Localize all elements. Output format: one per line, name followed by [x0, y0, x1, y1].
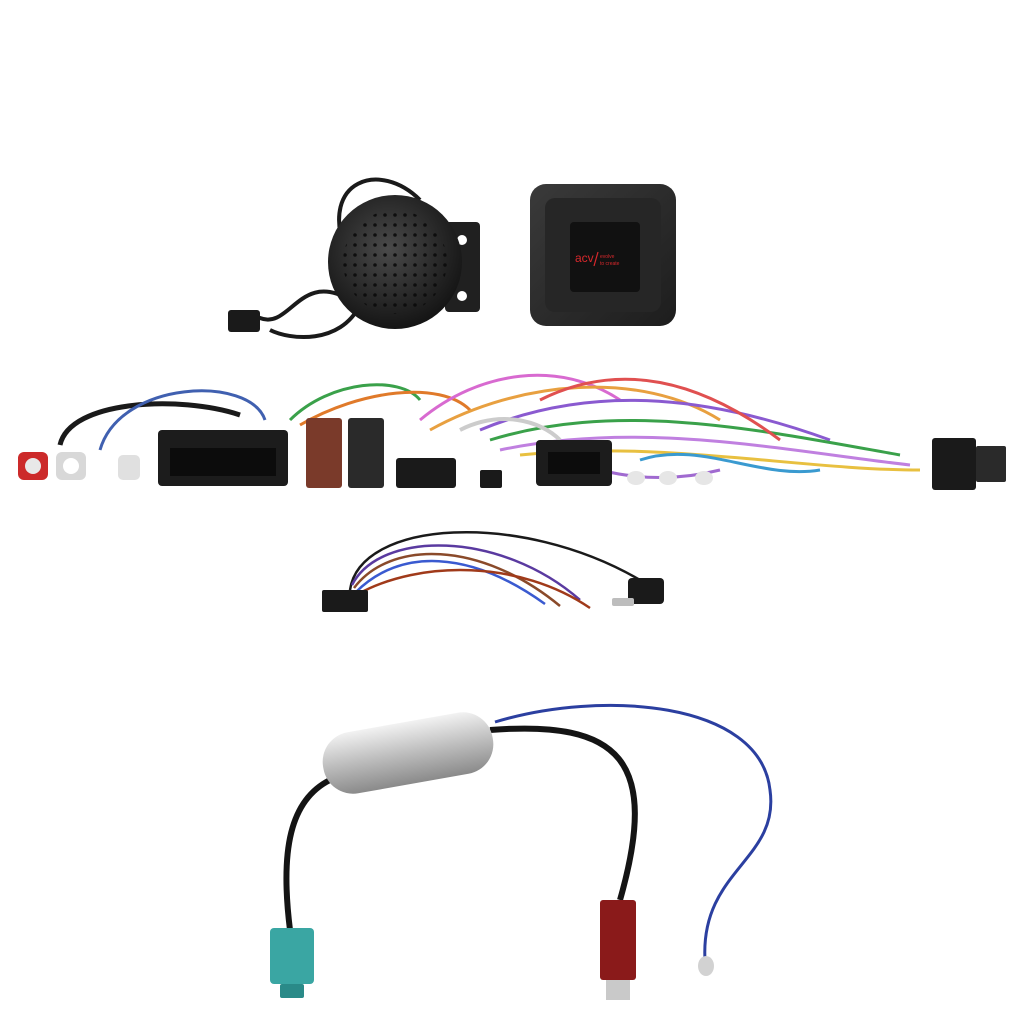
logo-tagline-1: evolve	[600, 254, 615, 260]
terminals-icon	[627, 471, 713, 485]
interface-module: acv evolve to create	[530, 184, 676, 326]
logo-tagline-2: to create	[600, 261, 620, 267]
vehicle-connector-icon	[158, 430, 288, 486]
logo-brand: acv	[575, 251, 594, 265]
patch-lead-icon	[322, 531, 664, 612]
harness-wires	[57, 373, 921, 479]
rca-plugs-icon	[18, 452, 140, 480]
end-connector-icon	[932, 438, 1006, 490]
iso-connectors-icon	[306, 418, 502, 488]
mid-connector-icon	[536, 440, 612, 486]
antenna-adapter-icon	[270, 703, 773, 1000]
speaker-icon	[228, 177, 480, 340]
